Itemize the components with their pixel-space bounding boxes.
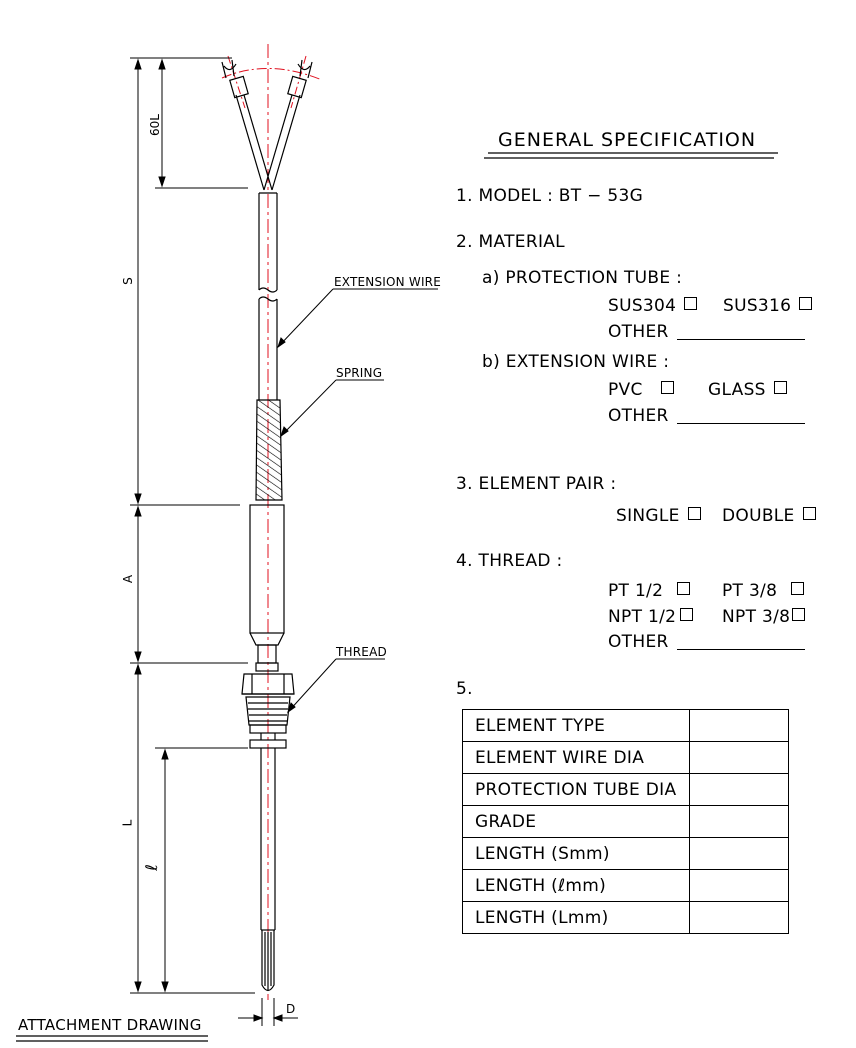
- spec-item-5: 5.: [456, 679, 473, 699]
- row-value-cell[interactable]: [689, 837, 789, 870]
- option-sus304[interactable]: SUS304: [608, 296, 698, 316]
- underlines: [16, 152, 778, 1042]
- sleeve: [249, 504, 285, 664]
- other-thread-field[interactable]: [676, 635, 805, 650]
- spec-material: 2. MATERIAL: [456, 232, 565, 252]
- centerline: [221, 44, 323, 1000]
- option-pvc[interactable]: PVC: [608, 380, 674, 400]
- other-wire-field[interactable]: [676, 409, 805, 424]
- row-value-cell[interactable]: [689, 869, 789, 902]
- checkbox-single[interactable]: [687, 507, 701, 520]
- option-other-wire[interactable]: OTHER: [608, 406, 805, 426]
- option-other-thread[interactable]: OTHER: [608, 632, 805, 652]
- checkbox-npt12[interactable]: [680, 608, 694, 621]
- thread-fitting: [241, 662, 295, 749]
- label-thread: THREAD: [336, 645, 387, 659]
- checkbox-glass[interactable]: [773, 381, 787, 394]
- spec-protection-tube: a) PROTECTION TUBE :: [482, 268, 683, 288]
- option-sus316[interactable]: SUS316: [723, 296, 813, 316]
- table-row: ELEMENT TYPE: [462, 709, 789, 742]
- option-pt38[interactable]: PT 3/8: [722, 581, 805, 601]
- spec-extension-wire: b) EXTENSION WIRE :: [482, 352, 670, 372]
- checkbox-double[interactable]: [802, 507, 816, 520]
- spec-thread: 4. THREAD :: [456, 551, 563, 571]
- option-pt12[interactable]: PT 1/2: [608, 581, 691, 601]
- spring: [255, 399, 283, 501]
- label-spring: SPRING: [336, 366, 383, 380]
- row-value-cell[interactable]: [689, 773, 789, 806]
- dim-l: L: [120, 819, 135, 827]
- row-label: GRADE: [462, 805, 690, 838]
- checkbox-pt12[interactable]: [677, 582, 691, 595]
- option-glass[interactable]: GLASS: [708, 380, 787, 400]
- row-label: LENGTH (Lmm): [462, 901, 690, 934]
- checkbox-pt38[interactable]: [791, 582, 805, 595]
- dimension-lines: [130, 57, 298, 1026]
- spec-table: ELEMENT TYPE ELEMENT WIRE DIA PROTECTION…: [462, 709, 789, 934]
- spec-element-pair: 3. ELEMENT PAIR :: [456, 474, 617, 494]
- page-title: GENERAL SPECIFICATION: [498, 129, 757, 151]
- label-extension-wire: EXTENSION WIRE: [334, 275, 441, 289]
- row-value-cell[interactable]: [689, 901, 789, 934]
- row-value-cell[interactable]: [689, 709, 789, 742]
- option-other-tube[interactable]: OTHER: [608, 322, 805, 342]
- row-label: PROTECTION TUBE DIA: [462, 773, 690, 806]
- row-label: LENGTH (Smm): [462, 837, 690, 870]
- option-double[interactable]: DOUBLE: [722, 506, 816, 526]
- table-row: PROTECTION TUBE DIA: [462, 773, 789, 806]
- checkbox-pvc[interactable]: [660, 381, 674, 394]
- row-value-cell[interactable]: [689, 741, 789, 774]
- table-row: LENGTH (ℓmm): [462, 869, 789, 902]
- dim-d: D: [286, 1002, 296, 1016]
- table-row: ELEMENT WIRE DIA: [462, 741, 789, 774]
- row-label: LENGTH (ℓmm): [462, 869, 690, 902]
- option-single[interactable]: SINGLE: [616, 506, 701, 526]
- table-row: GRADE: [462, 805, 789, 838]
- other-tube-field[interactable]: [676, 325, 805, 340]
- option-npt12[interactable]: NPT 1/2: [608, 607, 694, 627]
- lead-wires: [221, 59, 313, 191]
- leader-lines: [277, 288, 438, 714]
- dim-l-small: ℓ: [141, 864, 161, 871]
- checkbox-sus304[interactable]: [684, 297, 698, 310]
- checkbox-npt38[interactable]: [792, 608, 806, 621]
- spec-model: 1. MODEL : BT − 53G: [456, 186, 644, 206]
- dim-a: A: [121, 574, 136, 584]
- extension-wire: [258, 192, 278, 400]
- table-row: LENGTH (Lmm): [462, 901, 789, 934]
- table-row: LENGTH (Smm): [462, 837, 789, 870]
- row-value-cell[interactable]: [689, 805, 789, 838]
- dim-s: S: [120, 277, 135, 285]
- protection-tube: [260, 733, 276, 992]
- row-label: ELEMENT TYPE: [462, 709, 690, 742]
- option-npt38[interactable]: NPT 3/8: [722, 607, 806, 627]
- footer-attachment-drawing: ATTACHMENT DRAWING: [18, 1016, 202, 1034]
- row-label: ELEMENT WIRE DIA: [462, 741, 690, 774]
- dim-lead-length: 60L: [147, 114, 162, 136]
- checkbox-sus316[interactable]: [799, 297, 813, 310]
